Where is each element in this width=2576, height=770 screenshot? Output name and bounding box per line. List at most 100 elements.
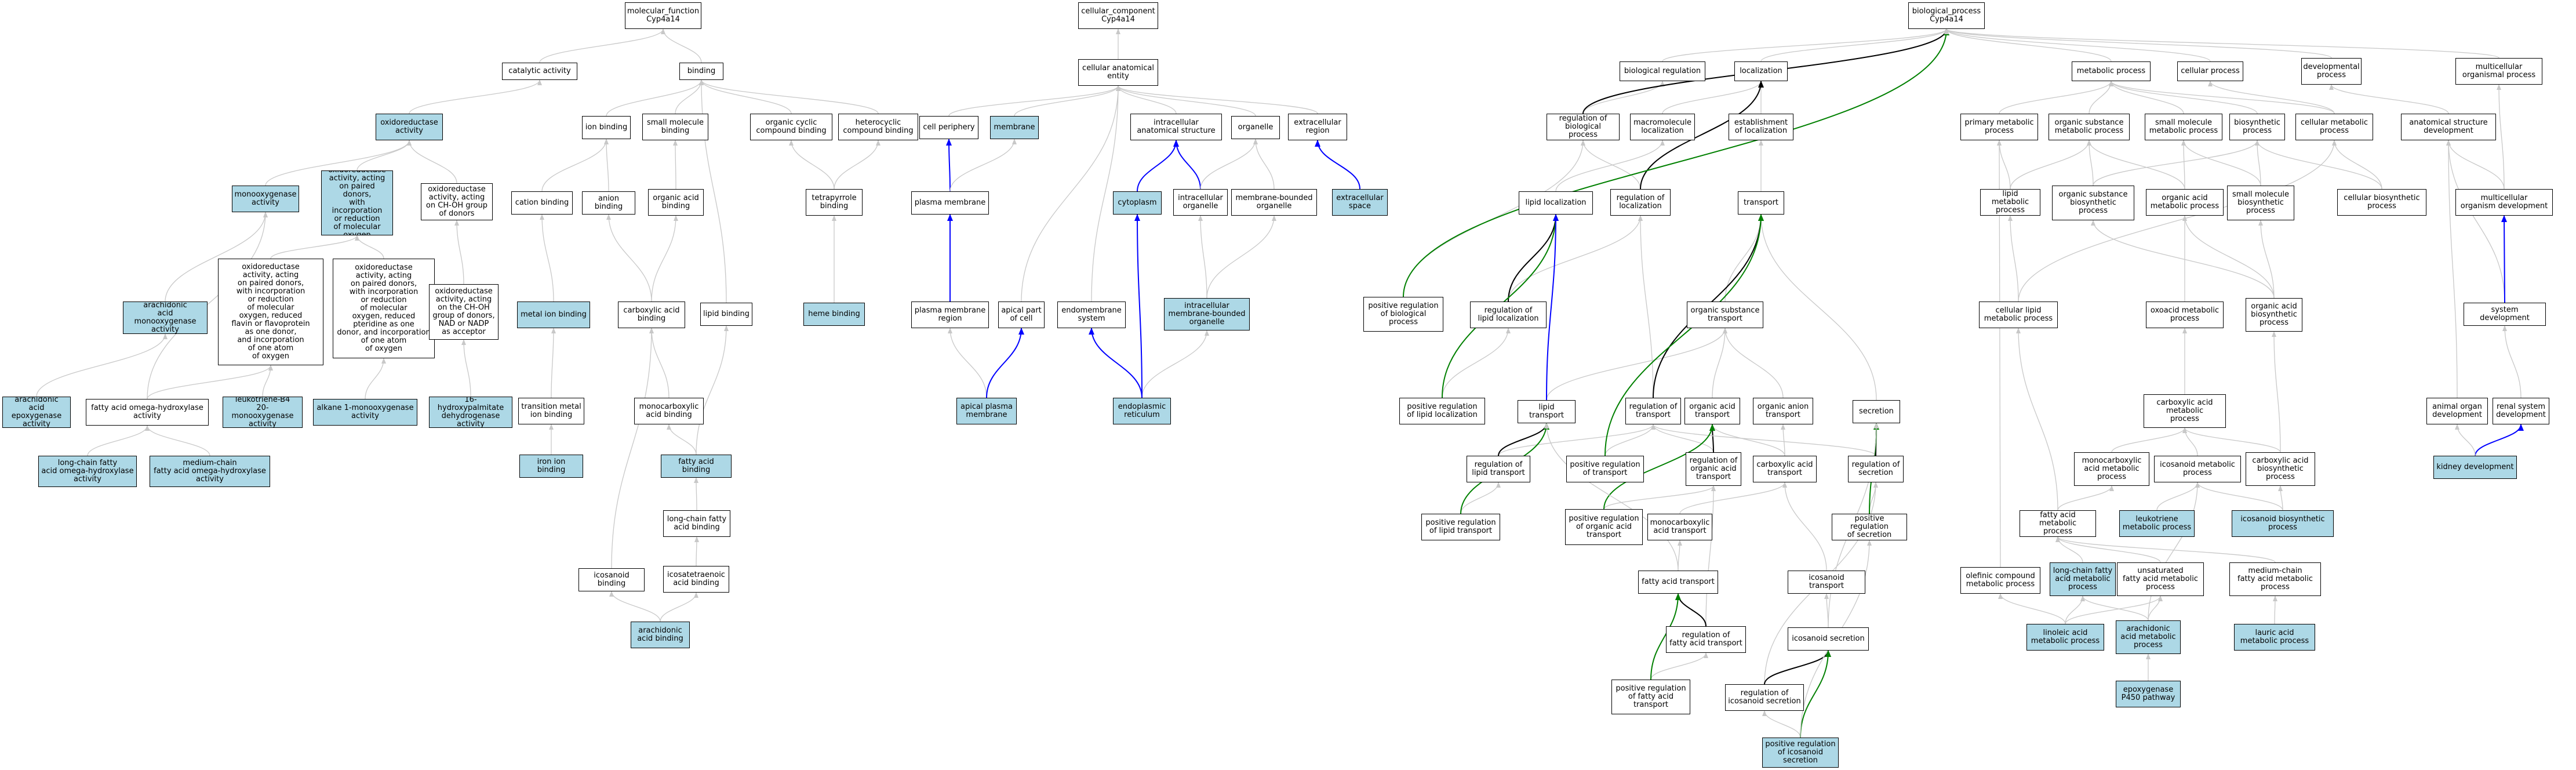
node-apical-part-of-cell[interactable]: apical part of cell (998, 302, 1045, 328)
node-linoleic-acid-metabolic-process[interactable]: linoleic acid metabolic process (2026, 624, 2104, 651)
node-arachidonic-acid-binding[interactable]: arachidonic acid binding (631, 622, 690, 648)
node-unsaturated-fatty-acid-metabolic-process[interactable]: unsaturated fatty acid metabolic process (2117, 562, 2204, 596)
node-cytoplasm[interactable]: cytoplasm (1113, 191, 1162, 215)
node-hydroxypalmitate-dehydrogenase[interactable]: 16-hydroxypalmitate dehydrogenase activi… (429, 397, 512, 428)
node-oxidoreductase-choh[interactable]: oxidoreductase activity, acting on CH-OH… (421, 183, 493, 220)
node-positive-regulation-of-organic-acid-transport[interactable]: positive regulation of organic acid tran… (1565, 509, 1643, 545)
node-organic-substance-metabolic-process[interactable]: organic substance metabolic process (2049, 114, 2130, 140)
node-fatty-acid-metabolic-process[interactable]: fatty acid metabolic process (2020, 510, 2096, 537)
node-system-development[interactable]: system development (2464, 303, 2546, 326)
node-anion-binding[interactable]: anion binding (582, 191, 635, 215)
node-icosatetraenoic-binding[interactable]: icosatetraenoic acid binding (663, 566, 729, 593)
node-molecular-function[interactable]: molecular_function Cyp4a14 (625, 2, 701, 29)
node-cellular-anatomical-entity[interactable]: cellular anatomical entity (1078, 59, 1158, 86)
node-primary-metabolic-process[interactable]: primary metabolic process (1960, 114, 2038, 140)
node-leukotriene-metabolic-process[interactable]: leukotriene metabolic process (2119, 510, 2195, 537)
node-monocarboxylic-acid-metabolic-process[interactable]: monocarboxylic acid metabolic process (2074, 452, 2149, 486)
node-multicellular-organism-development[interactable]: multicellular organism development (2455, 189, 2553, 216)
node-regulation-of-biological-process[interactable]: regulation of biological process (1547, 114, 1620, 140)
node-olefinic-compound-metabolic-process[interactable]: olefinic compound metabolic process (1960, 567, 2040, 594)
node-intracellular-membrane-bounded-organelle[interactable]: intracellular membrane-bounded organelle (1164, 298, 1250, 330)
node-organic-acid-biosynthetic-process[interactable]: organic acid biosynthetic process (2246, 298, 2302, 332)
node-lipid-metabolic-process[interactable]: lipid metabolic process (1980, 189, 2040, 216)
node-regulation-of-lipid-transport[interactable]: regulation of lipid transport (1467, 456, 1530, 482)
node-ion-binding[interactable]: ion binding (582, 116, 631, 139)
node-carboxylic-acid-transport[interactable]: carboxylic acid transport (1753, 456, 1817, 482)
node-oxidoreductase-paired-donors[interactable]: oxidoreductase activity, acting on paire… (321, 170, 393, 235)
node-cellular-process[interactable]: cellular process (2177, 61, 2243, 81)
node-heme-binding[interactable]: heme binding (803, 303, 865, 326)
node-cellular-metabolic-process[interactable]: cellular metabolic process (2295, 114, 2373, 140)
node-intracellular-organelle[interactable]: intracellular organelle (1173, 189, 1228, 216)
node-anatomical-structure-development[interactable]: anatomical structure development (2401, 114, 2496, 140)
node-apical-plasma-membrane[interactable]: apical plasma membrane (956, 398, 1017, 424)
node-monocarboxylic-acid-binding[interactable]: monocarboxylic acid binding (634, 398, 704, 424)
node-oxoacid-metabolic-process[interactable]: oxoacid metabolic process (2146, 302, 2224, 328)
node-positive-regulation-of-transport[interactable]: positive regulation of transport (1566, 456, 1644, 482)
node-monocarboxylic-acid-transport[interactable]: monocarboxylic acid transport (1647, 514, 1712, 540)
node-localization[interactable]: localization (1734, 61, 1788, 81)
node-small-molecule-metabolic-process[interactable]: small molecule metabolic process (2145, 114, 2222, 140)
node-icosanoid-biosynthetic-process[interactable]: icosanoid biosynthetic process (2232, 510, 2334, 537)
node-animal-organ-development[interactable]: animal organ development (2426, 398, 2488, 424)
node-intracellular-anatomical-structure[interactable]: intracellular anatomical structure (1130, 114, 1222, 140)
node-leukotriene-b4-monooxygenase[interactable]: leukotriene-B4 20-monooxygenase activity (223, 397, 303, 428)
node-endoplasmic-reticulum[interactable]: endoplasmic reticulum (1113, 398, 1171, 424)
node-oxidoreductase-activity[interactable]: oxidoreductase activity (376, 114, 443, 140)
node-positive-regulation-of-secretion[interactable]: positive regulation of secretion (1832, 514, 1907, 540)
node-lipid-binding[interactable]: lipid binding (700, 303, 752, 326)
node-long-chain-fatty-acid-metabolic-process[interactable]: long-chain fatty acid metabolic process (2050, 562, 2116, 596)
node-carboxylic-acid-binding[interactable]: carboxylic acid binding (618, 302, 685, 328)
node-plasma-membrane[interactable]: plasma membrane (911, 191, 989, 215)
node-arachidonic-monooxygenase[interactable]: arachidonic acid monooxygenase activity (123, 302, 208, 334)
node-carboxylic-acid-metabolic-process[interactable]: carboxylic acid metabolic process (2144, 394, 2226, 428)
node-biological-process[interactable]: biological_process Cyp4a14 (1908, 2, 1985, 29)
node-biosynthetic-process[interactable]: biosynthetic process (2229, 114, 2285, 140)
node-organic-cyclic-binding[interactable]: organic cyclic compound binding (750, 114, 832, 140)
node-catalytic-activity[interactable]: catalytic activity (502, 63, 577, 80)
node-regulation-of-fatty-acid-transport[interactable]: regulation of fatty acid transport (1666, 626, 1746, 653)
node-lipid-localization[interactable]: lipid localization (1519, 191, 1593, 215)
node-regulation-of-organic-acid-transport[interactable]: regulation of organic acid transport (1686, 452, 1741, 486)
node-icosanoid-secretion[interactable]: icosanoid secretion (1788, 627, 1869, 651)
node-regulation-of-icosanoid-secretion[interactable]: regulation of icosanoid secretion (1725, 684, 1804, 711)
node-medium-chain-fatty-acid-metabolic-process[interactable]: medium-chain fatty acid metabolic proces… (2229, 562, 2321, 596)
node-multicellular-organismal-process[interactable]: multicellular organismal process (2455, 58, 2542, 85)
node-organic-acid-transport[interactable]: organic acid transport (1684, 398, 1740, 424)
node-plasma-membrane-region[interactable]: plasma membrane region (911, 302, 989, 328)
node-fatty-acid-transport[interactable]: fatty acid transport (1638, 571, 1718, 594)
node-regulation-of-transport[interactable]: regulation of transport (1625, 398, 1681, 424)
node-organic-acid-binding[interactable]: organic acid binding (648, 189, 704, 216)
node-alkane-monooxygenase[interactable]: alkane 1-monooxygenase activity (313, 399, 417, 426)
node-small-molecule-biosynthetic-process[interactable]: small molecule biosynthetic process (2227, 186, 2294, 220)
node-cellular-component[interactable]: cellular_component Cyp4a14 (1078, 2, 1158, 29)
node-icosanoid-binding[interactable]: icosanoid binding (578, 568, 645, 591)
node-lauric-acid-metabolic-process[interactable]: lauric acid metabolic process (2234, 624, 2315, 651)
node-fatty-acid-omega-hydroxylase[interactable]: fatty acid omega-hydroxylase activity (86, 399, 209, 426)
node-endomembrane-system[interactable]: endomembrane system (1057, 302, 1126, 328)
node-oxidoreductase-flavin[interactable]: oxidoreductase activity, acting on paire… (218, 259, 323, 365)
node-extracellular-region[interactable]: extracellular region (1288, 114, 1347, 140)
node-cell-periphery[interactable]: cell periphery (919, 116, 978, 139)
node-positive-regulation-of-lipid-transport[interactable]: positive regulation of lipid transport (1421, 514, 1500, 540)
node-carboxylic-acid-biosynthetic-process[interactable]: carboxylic acid biosynthetic process (2246, 452, 2315, 486)
node-regulation-of-lipid-localization[interactable]: regulation of lipid localization (1470, 302, 1547, 328)
node-tetrapyrrole-binding[interactable]: tetrapyrrole binding (806, 189, 863, 216)
node-heterocyclic-binding[interactable]: heterocyclic compound binding (838, 114, 918, 140)
node-oxidoreductase-pteridine[interactable]: oxidoreductase activity, acting on paire… (333, 259, 435, 358)
node-kidney-development[interactable]: kidney development (2433, 456, 2517, 479)
node-metal-ion-binding[interactable]: metal ion binding (517, 302, 590, 328)
node-positive-regulation-of-icosanoid-secretion[interactable]: positive regulation of icosanoid secreti… (1762, 738, 1839, 768)
node-medium-chain-omega-hydroxylase[interactable]: medium-chain fatty acid omega-hydroxylas… (150, 456, 270, 487)
node-biological-regulation[interactable]: biological regulation (1620, 61, 1705, 81)
node-organelle[interactable]: organelle (1231, 116, 1280, 139)
node-iron-ion-binding[interactable]: iron ion binding (519, 455, 583, 478)
node-arachidonic-epoxygenase[interactable]: arachidonic acid epoxygenase activity (2, 397, 71, 428)
node-monooxygenase-activity[interactable]: monooxygenase activity (232, 186, 299, 212)
node-positive-regulation-of-lipid-localization[interactable]: positive regulation of lipid localizatio… (1399, 398, 1485, 424)
node-transport[interactable]: transport (1738, 191, 1784, 215)
node-membrane[interactable]: membrane (990, 116, 1039, 139)
node-fatty-acid-binding[interactable]: fatty acid binding (661, 455, 732, 478)
node-cellular-biosynthetic-process[interactable]: cellular biosynthetic process (2337, 189, 2426, 216)
node-extracellular-space[interactable]: extracellular space (1332, 189, 1388, 216)
